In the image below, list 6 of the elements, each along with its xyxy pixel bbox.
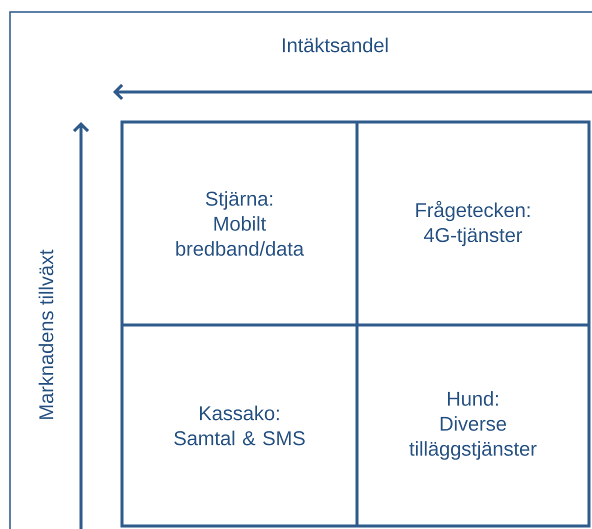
quadrant-box: Hund: Diverse tilläggstjänster — [356, 324, 590, 528]
quadrant-box: Kassako: Samtal & SMS — [120, 324, 358, 528]
quadrant-box: Stjärna: Mobilt bredband/data — [120, 120, 358, 326]
axis-label: Marknadens tillväxt — [38, 250, 54, 419]
axis-label: Intäktsandel — [282, 38, 388, 52]
quadrant-box: Frågetecken: 4G-tjänster — [356, 120, 590, 326]
